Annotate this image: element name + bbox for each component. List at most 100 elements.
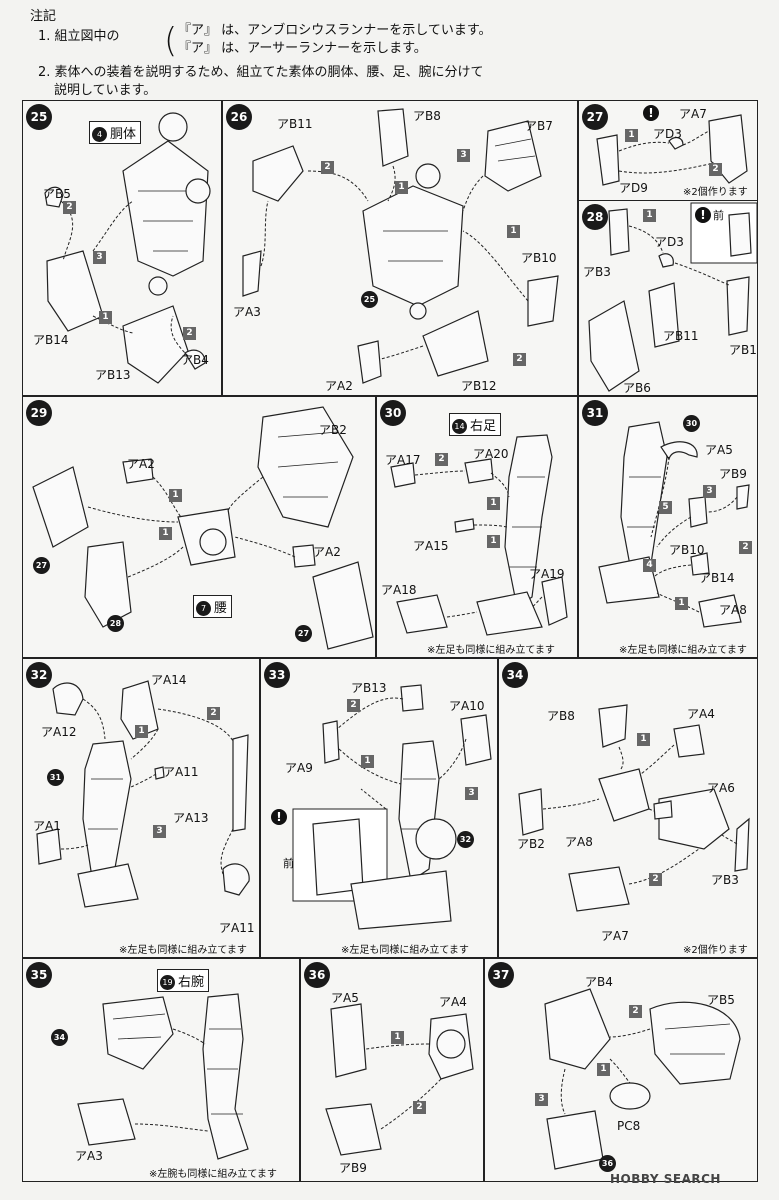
part-label: アB5 [707, 993, 735, 1007]
step-number: 26 [226, 104, 252, 130]
step-number: 30 [380, 400, 406, 426]
step-number: 32 [26, 662, 52, 688]
front-label: 前 [713, 209, 724, 222]
arrow-step: 3 [465, 787, 478, 800]
step-reference: 31 [47, 769, 64, 786]
step-36-panel: 36 1 2 アA5 アA4 アB9 [300, 958, 484, 1182]
step-reference: 34 [51, 1029, 68, 1046]
part-label: アA3 [75, 1149, 103, 1163]
step-note: ※左足も同様に組み立てます [119, 945, 247, 956]
part-label: アB14 [33, 333, 69, 347]
forearm-illustration [325, 1003, 474, 1156]
step-number: 29 [26, 400, 52, 426]
group-label: 腰 [214, 601, 228, 616]
part-label: アA12 [41, 725, 77, 739]
arrow-step: 1 [135, 725, 148, 738]
part-label: アB13 [351, 681, 387, 695]
arrow-step: 2 [63, 201, 76, 214]
step-note: ※2個作ります [683, 945, 748, 956]
arrow-step: 2 [709, 163, 722, 176]
arrow-step: 1 [507, 225, 520, 238]
arrow-step: 1 [391, 1031, 404, 1044]
step-32-panel: 32 2 1 3 31 アA14 アA12 アA11 アA13 アA1 アA11… [22, 658, 260, 958]
arrow-step: 1 [361, 755, 374, 768]
part-label: アB3 [583, 265, 611, 279]
warning-icon: ! [271, 809, 287, 825]
part-label: アA11 [163, 765, 199, 779]
part-label: アA10 [449, 699, 485, 713]
arrow-step: 3 [703, 485, 716, 498]
part-label: アD9 [619, 181, 648, 195]
part-label: アA7 [601, 929, 629, 943]
group-number: 4 [92, 127, 107, 142]
arrow-step: 2 [513, 353, 526, 366]
part-label: アA6 [707, 781, 735, 795]
arrow-step: 2 [413, 1101, 426, 1114]
step-26-panel: 26 2 1 3 1 2 25 アB11 アB8 アB7 アA3 アB10 アA… [222, 100, 578, 396]
arrow-step: 1 [643, 209, 656, 222]
warning-icon: ! [695, 207, 711, 223]
group-number: 19 [160, 975, 175, 990]
arrow-step: 2 [347, 699, 360, 712]
arrow-step: 4 [643, 559, 656, 572]
arm-armor-illustration [518, 704, 750, 912]
part-label: アB11 [663, 329, 699, 343]
knee-illustration [292, 684, 492, 930]
part-label: アB7 [525, 119, 553, 133]
part-label: アA5 [331, 991, 359, 1005]
warning-icon: ! [643, 105, 659, 121]
part-label: アB10 [669, 543, 705, 557]
arrow-step: 1 [597, 1063, 610, 1076]
arrow-step: 3 [93, 251, 106, 264]
part-label: アB4 [181, 353, 209, 367]
notes-paren: ( [164, 21, 178, 61]
leg-illustration [390, 434, 568, 636]
step-note: ※2個作ります [683, 187, 748, 198]
step-number: 37 [488, 962, 514, 988]
torso-armor-illustration [242, 108, 559, 384]
step-31-panel: 31 30 3 5 2 4 1 アA5 アB9 アB10 アB14 アA8 ※左… [578, 396, 758, 658]
part-label: アB6 [623, 381, 651, 395]
step-number: 28 [582, 204, 608, 230]
part-label: アB4 [585, 975, 613, 989]
arrow-step: 1 [625, 129, 638, 142]
arrow-step: 2 [739, 541, 752, 554]
arrow-step: 1 [159, 527, 172, 540]
arrow-step: 1 [99, 311, 112, 324]
step-reference: 27 [33, 557, 50, 574]
group-number: 14 [452, 419, 467, 434]
step-27-panel: 27 ! 1 2 アA7 アD3 アD9 ※2個作ります [578, 100, 758, 202]
arrow-step: 2 [629, 1005, 642, 1018]
part-label: アA18 [381, 583, 417, 597]
arrow-step: 1 [395, 181, 408, 194]
part-label: アA4 [439, 995, 467, 1009]
arrow-step: 5 [659, 501, 672, 514]
step-37-panel: 37 2 1 3 36 アB4 アB5 PC8 [484, 958, 758, 1182]
arrow-step: 2 [183, 327, 196, 340]
step-note: ※左足も同様に組み立てます [619, 645, 747, 656]
part-label: アB11 [277, 117, 313, 131]
notes-item2: 2. 素体への装着を説明するため、組立てた素体の胴体、腰、足、腕に分けて [38, 65, 484, 80]
step-number: 33 [264, 662, 290, 688]
step-reference: 36 [599, 1155, 616, 1172]
part-label: PC8 [617, 1119, 641, 1133]
step-number: 34 [502, 662, 528, 688]
part-label: アA11 [219, 921, 255, 935]
arrow-step: 2 [207, 707, 220, 720]
part-label: アB2 [319, 423, 347, 437]
group-label: 右足 [470, 419, 497, 434]
notes-item2-cont: 説明しています。 [54, 83, 157, 98]
arrow-step: 1 [487, 535, 500, 548]
step-number: 35 [26, 962, 52, 988]
part-label: アA2 [325, 379, 353, 393]
step-reference: 32 [457, 831, 474, 848]
arrow-step: 1 [637, 733, 650, 746]
part-label: アA13 [173, 811, 209, 825]
